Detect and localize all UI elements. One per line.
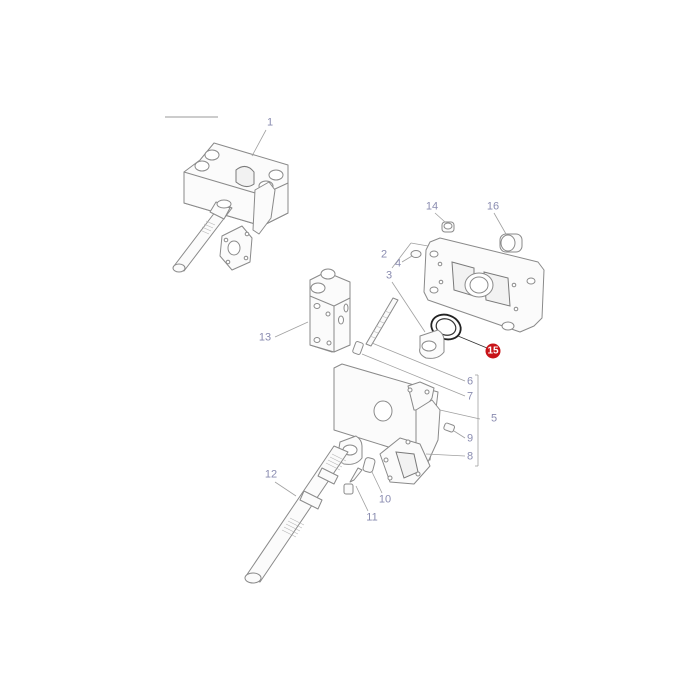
- callout-7[interactable]: 7: [466, 390, 474, 403]
- callout-10[interactable]: 10: [378, 493, 392, 506]
- part-11-bolt: [343, 467, 369, 512]
- part-14-bushing: [434, 212, 455, 233]
- callout-4[interactable]: 4: [394, 257, 402, 270]
- part-13-valve-block: [274, 268, 351, 353]
- callout-5[interactable]: 5: [490, 412, 498, 425]
- callout-14[interactable]: 14: [425, 200, 439, 213]
- part-5-housing: [333, 363, 481, 485]
- callout-15-highlighted[interactable]: 15: [485, 343, 501, 359]
- callout-3[interactable]: 3: [385, 269, 393, 282]
- callout-9[interactable]: 9: [466, 432, 474, 445]
- part-2-cover-plate: [391, 237, 545, 333]
- part-16-bearing: [493, 212, 523, 253]
- callout-2[interactable]: 2: [380, 248, 388, 261]
- callout-16[interactable]: 16: [486, 200, 500, 213]
- part-7-plug: [352, 341, 466, 397]
- callout-8[interactable]: 8: [466, 450, 474, 463]
- part-1-assembly: [172, 129, 289, 273]
- part-12-shaft: [244, 445, 349, 584]
- callout-13[interactable]: 13: [258, 331, 272, 344]
- part-10-sleeve: [362, 457, 383, 494]
- part-4-dowel: [401, 250, 422, 263]
- callout-1[interactable]: 1: [266, 116, 274, 129]
- part-3-sleeve: [391, 281, 445, 359]
- callout-6[interactable]: 6: [466, 375, 474, 388]
- part-6-stud: [365, 297, 466, 382]
- callout-12[interactable]: 12: [264, 468, 278, 481]
- part-9-screw: [443, 422, 466, 439]
- callout-11[interactable]: 11: [366, 511, 378, 524]
